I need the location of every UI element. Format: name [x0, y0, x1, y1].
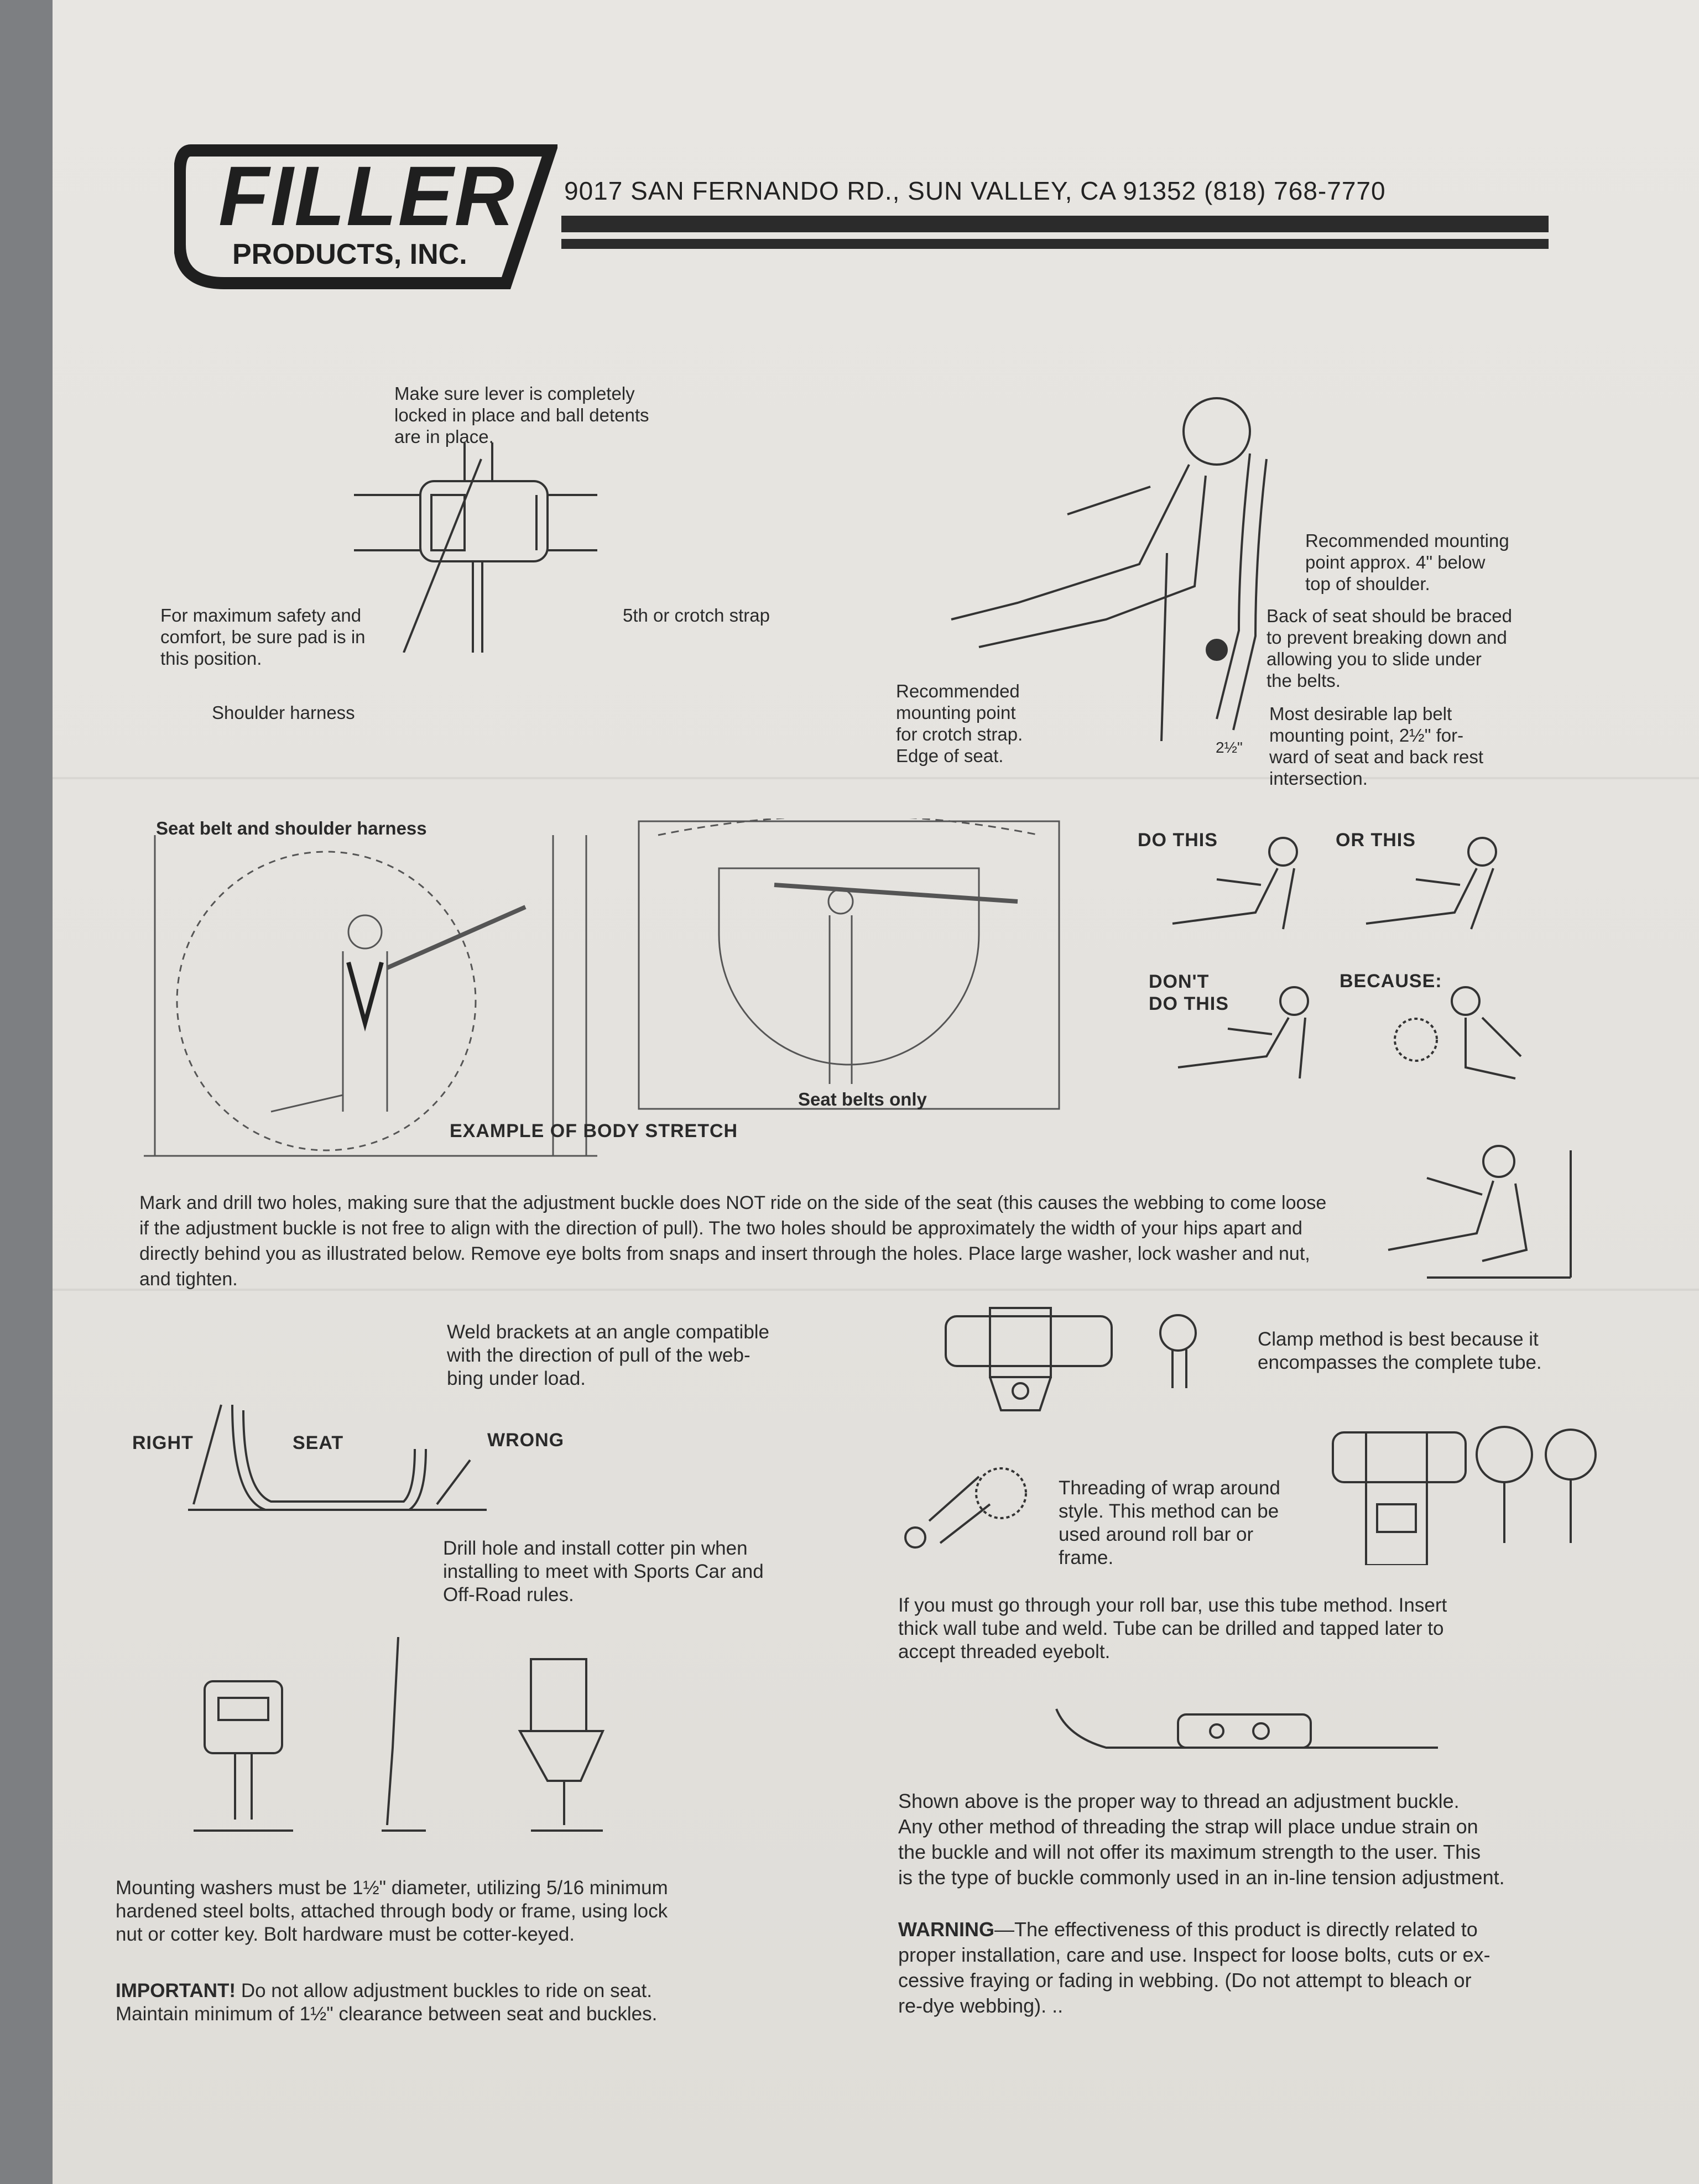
right-label: RIGHT: [132, 1432, 194, 1453]
fold-line: [53, 1289, 1699, 1291]
important-text: Do not allow adjustment buckles to ride …: [116, 1980, 658, 2025]
thread-note: Shown above is the proper way to thread …: [898, 1790, 1505, 1889]
logo-subtext: PRODUCTS, INC.: [232, 238, 467, 270]
stretch-belt-only-illustration: [638, 819, 1060, 1110]
dont-label: DON'T DO THIS: [1149, 971, 1229, 1014]
cotter-note: Drill hole and install cotter pin when i…: [443, 1537, 764, 1606]
header-rule: [561, 216, 1549, 232]
stretch-left-title: Seat belt and shoulder harness: [156, 818, 427, 838]
clamp-illustration: [945, 1307, 1197, 1411]
because-label: BECAUSE:: [1340, 971, 1442, 992]
posture-illustrations: [1172, 837, 1522, 1080]
buckle-illustration: [354, 442, 597, 653]
seat-label: SEAT: [293, 1432, 344, 1453]
bracket-angle-illustration: [188, 1404, 487, 1511]
lap-mount-note: Most desirable lap belt mounting point, …: [1269, 703, 1484, 789]
do-this-label: DO THIS: [1138, 830, 1218, 851]
fold-line: [53, 777, 1699, 779]
warning-label: WARNING: [898, 1918, 994, 1941]
document-paper: [53, 0, 1699, 2184]
important-label: IMPORTANT!: [116, 1980, 236, 2001]
wrap-around-illustration: [904, 1467, 1027, 1549]
logo-text: FILLER: [218, 148, 515, 243]
measurement-label: 2½": [1216, 739, 1243, 756]
wrap-note: Threading of wrap around style. This met…: [1059, 1477, 1280, 1568]
tube-method-illustration: [1332, 1426, 1597, 1565]
or-this-label: OR THIS: [1336, 830, 1416, 851]
header-rule: [561, 239, 1549, 249]
lever-note: Make sure lever is completely locked in …: [394, 383, 649, 447]
crotch-strap-label: 5th or crotch strap: [623, 605, 770, 626]
warning-text: —The effectiveness of this product is di…: [898, 1918, 1490, 2017]
eyebolt-mounting-illustrations: [194, 1637, 605, 1832]
stretch-right-title: Seat belts only: [798, 1089, 927, 1109]
shoulder-mount-note: Recommended mounting point approx. 4" be…: [1305, 530, 1509, 594]
washers-note: Mounting washers must be 1½" diameter, u…: [116, 1877, 668, 1945]
stretch-harness-illustration: [144, 835, 597, 1157]
back-brace-note: Back of seat should be braced to prevent…: [1267, 606, 1512, 691]
weld-note: Weld brackets at an angle compatible wit…: [447, 1321, 770, 1389]
pad-note: For maximum safety and comfort, be sure …: [160, 605, 366, 669]
warning-note: WARNING—The effectiveness of this produc…: [898, 1917, 1490, 2019]
important-note: IMPORTANT! Do not allow adjustment buckl…: [116, 1979, 657, 2026]
tube-note: If you must go through your roll bar, us…: [898, 1594, 1447, 1662]
driver-seat-illustration: [1388, 1145, 1572, 1279]
company-address: 9017 SAN FERNANDO RD., SUN VALLEY, CA 91…: [564, 176, 1386, 205]
stretch-caption: EXAMPLE OF BODY STRETCH: [450, 1120, 738, 1141]
crotch-mount-note: Recommended mounting point for crotch st…: [896, 681, 1023, 766]
wrong-label: WRONG: [487, 1430, 565, 1451]
filler-logo: [174, 144, 557, 289]
seated-driver-illustration: [951, 397, 1268, 742]
drill-paragraph: Mark and drill two holes, making sure th…: [139, 1192, 1327, 1290]
shoulder-harness-label: Shoulder harness: [212, 702, 355, 723]
clamp-note: Clamp method is best because it encompas…: [1258, 1328, 1542, 1373]
adjustment-buckle-illustration: [1055, 1708, 1438, 1749]
